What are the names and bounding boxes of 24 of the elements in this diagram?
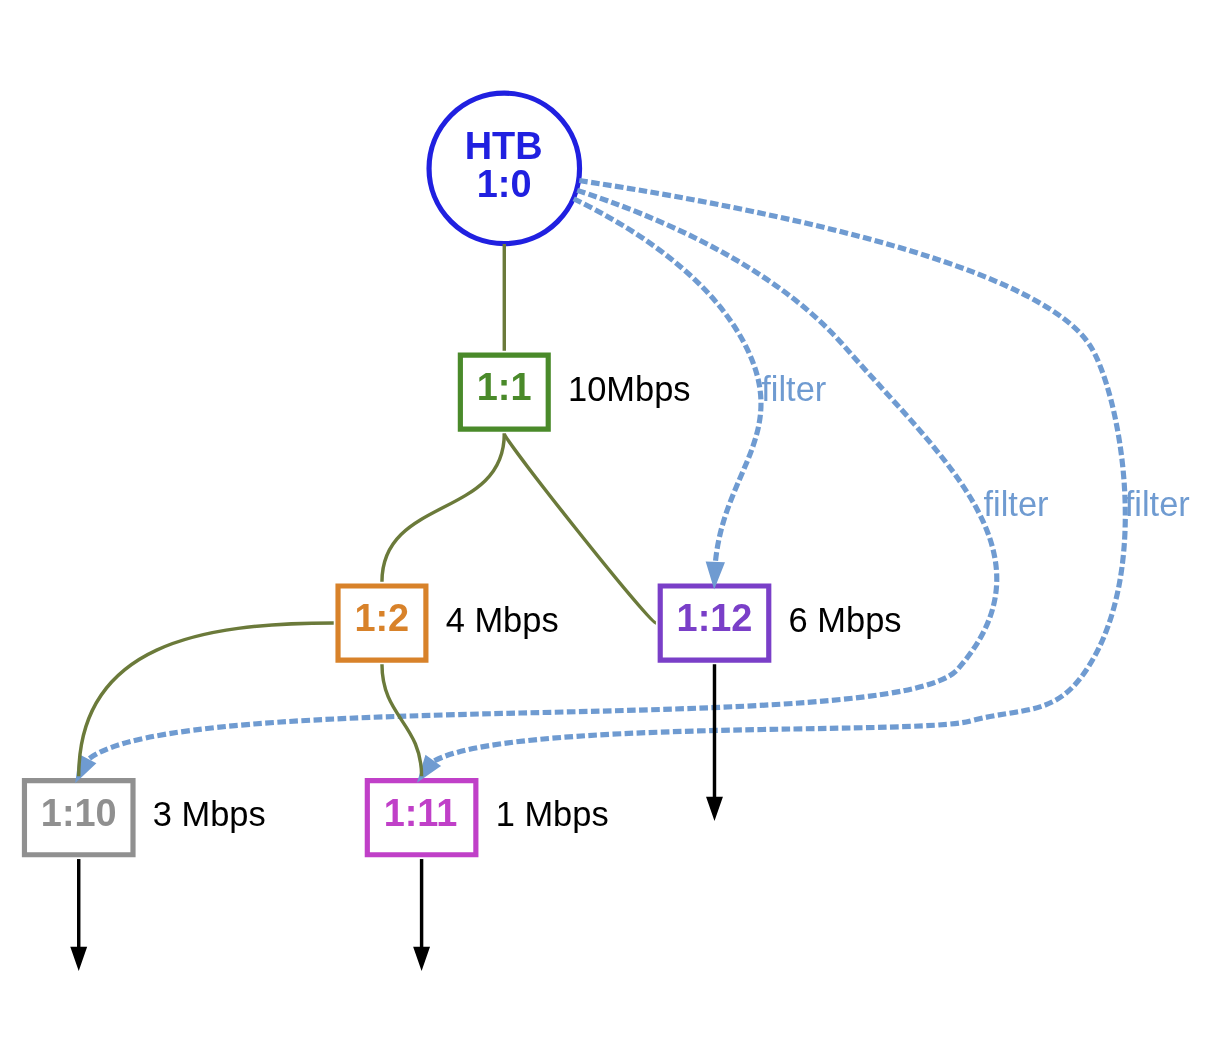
connector xyxy=(502,244,506,351)
arrow xyxy=(413,859,431,971)
edge-label: filter xyxy=(983,485,1049,524)
node-box: 1:1 xyxy=(457,352,551,432)
arrow xyxy=(706,664,723,821)
node-box: 1:11 xyxy=(364,778,479,858)
node-label: 10Mbps xyxy=(568,369,691,408)
node-box: 1:2 xyxy=(335,583,429,663)
connector xyxy=(380,664,424,777)
arrow xyxy=(70,859,88,971)
node-box: 1:10 xyxy=(21,778,136,858)
connector xyxy=(77,621,334,777)
arrow xyxy=(572,196,764,590)
node-label: 6 Mbps xyxy=(788,600,902,639)
connector xyxy=(380,433,506,582)
node-label: 4 Mbps xyxy=(445,600,559,639)
node-box: 1:12 xyxy=(657,583,772,663)
node-label: 1 Mbps xyxy=(495,795,609,834)
arrow xyxy=(416,178,1128,783)
node-label: 3 Mbps xyxy=(152,795,266,834)
edge-label: filter xyxy=(761,369,827,408)
connector xyxy=(502,432,657,625)
edge-label: filter xyxy=(1124,485,1190,524)
node-circle: HTB 1:0 xyxy=(426,90,583,247)
